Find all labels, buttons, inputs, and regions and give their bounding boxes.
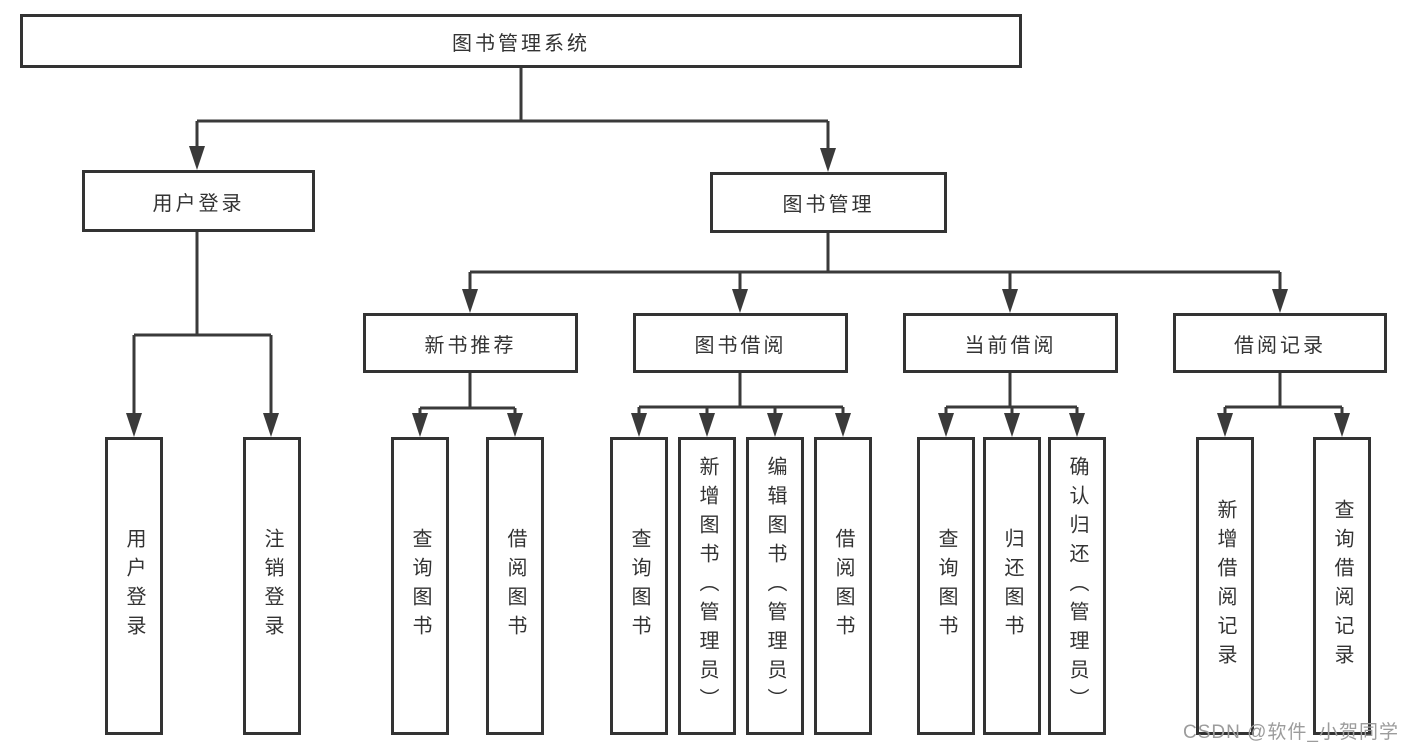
leaf-borrowing-add-books-admin-label: 新增图书（管理员） <box>696 455 718 717</box>
leaf-borrowing-edit-books-admin-label: 编辑图书（管理员） <box>764 455 786 717</box>
leaf-borrowing-query-books-label: 查询图书 <box>628 528 650 644</box>
node-current-borrowing: 当前借阅 <box>903 313 1118 373</box>
leaf-records-add-record: 新增借阅记录 <box>1196 437 1254 735</box>
node-book-borrowing: 图书借阅 <box>633 313 848 373</box>
leaf-current-confirm-return-admin-label: 确认归还（管理员） <box>1066 455 1088 717</box>
leaf-newbook-query-books-label: 查询图书 <box>409 528 431 644</box>
node-user-login: 用户登录 <box>82 170 315 232</box>
leaf-user-login-label: 用户登录 <box>123 528 145 644</box>
node-book-management: 图书管理 <box>710 172 947 233</box>
leaf-current-query-books-label: 查询图书 <box>935 528 957 644</box>
leaf-current-confirm-return-admin: 确认归还（管理员） <box>1048 437 1106 735</box>
csdn-watermark: CSDN @软件_小贺同学 <box>1183 722 1399 743</box>
node-borrow-records: 借阅记录 <box>1173 313 1387 373</box>
node-root-system: 图书管理系统 <box>20 14 1022 68</box>
leaf-logout: 注销登录 <box>243 437 301 735</box>
node-user-login-label: 用户登录 <box>152 192 245 215</box>
leaf-logout-label: 注销登录 <box>261 528 283 644</box>
leaf-borrowing-add-books-admin: 新增图书（管理员） <box>678 437 736 735</box>
leaf-records-query-record-label: 查询借阅记录 <box>1331 499 1353 673</box>
leaf-current-query-books: 查询图书 <box>917 437 975 735</box>
leaf-borrowing-borrow-books-label: 借阅图书 <box>832 528 854 644</box>
node-current-borrowing-label: 当前借阅 <box>964 334 1057 357</box>
leaf-newbook-borrow-books: 借阅图书 <box>486 437 544 735</box>
node-root-label: 图书管理系统 <box>452 32 590 55</box>
node-book-management-label: 图书管理 <box>782 194 875 216</box>
leaf-borrowing-borrow-books: 借阅图书 <box>814 437 872 735</box>
leaf-borrowing-query-books: 查询图书 <box>610 437 668 735</box>
node-book-borrowing-label: 图书借阅 <box>694 334 787 357</box>
node-borrow-records-label: 借阅记录 <box>1234 334 1326 357</box>
leaf-newbook-query-books: 查询图书 <box>391 437 449 735</box>
leaf-borrowing-edit-books-admin: 编辑图书（管理员） <box>746 437 804 735</box>
leaf-current-return-books: 归还图书 <box>983 437 1041 735</box>
leaf-records-add-record-label: 新增借阅记录 <box>1214 499 1236 673</box>
arrowheads <box>126 146 1350 437</box>
node-new-book-recommend-label: 新书推荐 <box>424 334 517 357</box>
leaf-user-login: 用户登录 <box>105 437 163 735</box>
node-new-book-recommend: 新书推荐 <box>363 313 578 373</box>
leaf-records-query-record: 查询借阅记录 <box>1313 437 1371 735</box>
leaf-newbook-borrow-books-label: 借阅图书 <box>504 528 526 644</box>
leaf-current-return-books-label: 归还图书 <box>1001 528 1023 644</box>
